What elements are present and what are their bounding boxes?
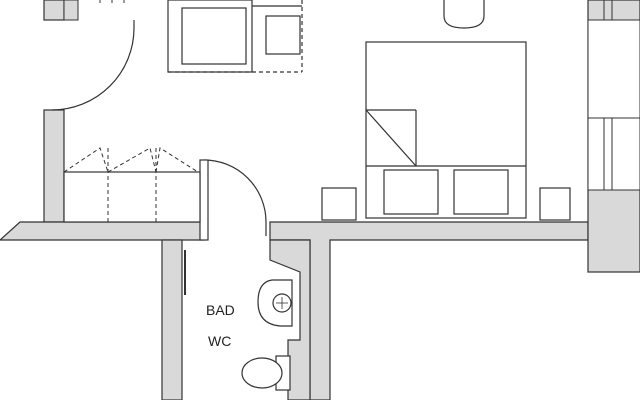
room-label-wc: WC	[208, 333, 231, 349]
lamp-icon	[443, 0, 485, 29]
table-icon	[265, 15, 301, 55]
washbasin-icon	[257, 279, 293, 327]
wall-left-upper	[43, 0, 65, 21]
window-right	[587, 0, 640, 191]
wall-bathroom-right	[269, 239, 311, 400]
wall-main-horizontal-right	[269, 221, 589, 400]
double-bed-icon	[365, 41, 527, 219]
door-swing-icon	[51, 20, 267, 295]
wardrobe-icon	[63, 147, 201, 223]
room-label-bad: BAD	[206, 302, 235, 318]
armchair-icon	[167, 0, 303, 73]
wall-bathroom-left	[161, 239, 183, 400]
upper-left-fixtures	[63, 0, 125, 21]
wall-left-middle	[43, 109, 65, 223]
nightstand-icon	[321, 187, 571, 221]
toilet-icon	[241, 355, 291, 391]
wall-main-horizontal-left	[0, 221, 205, 241]
